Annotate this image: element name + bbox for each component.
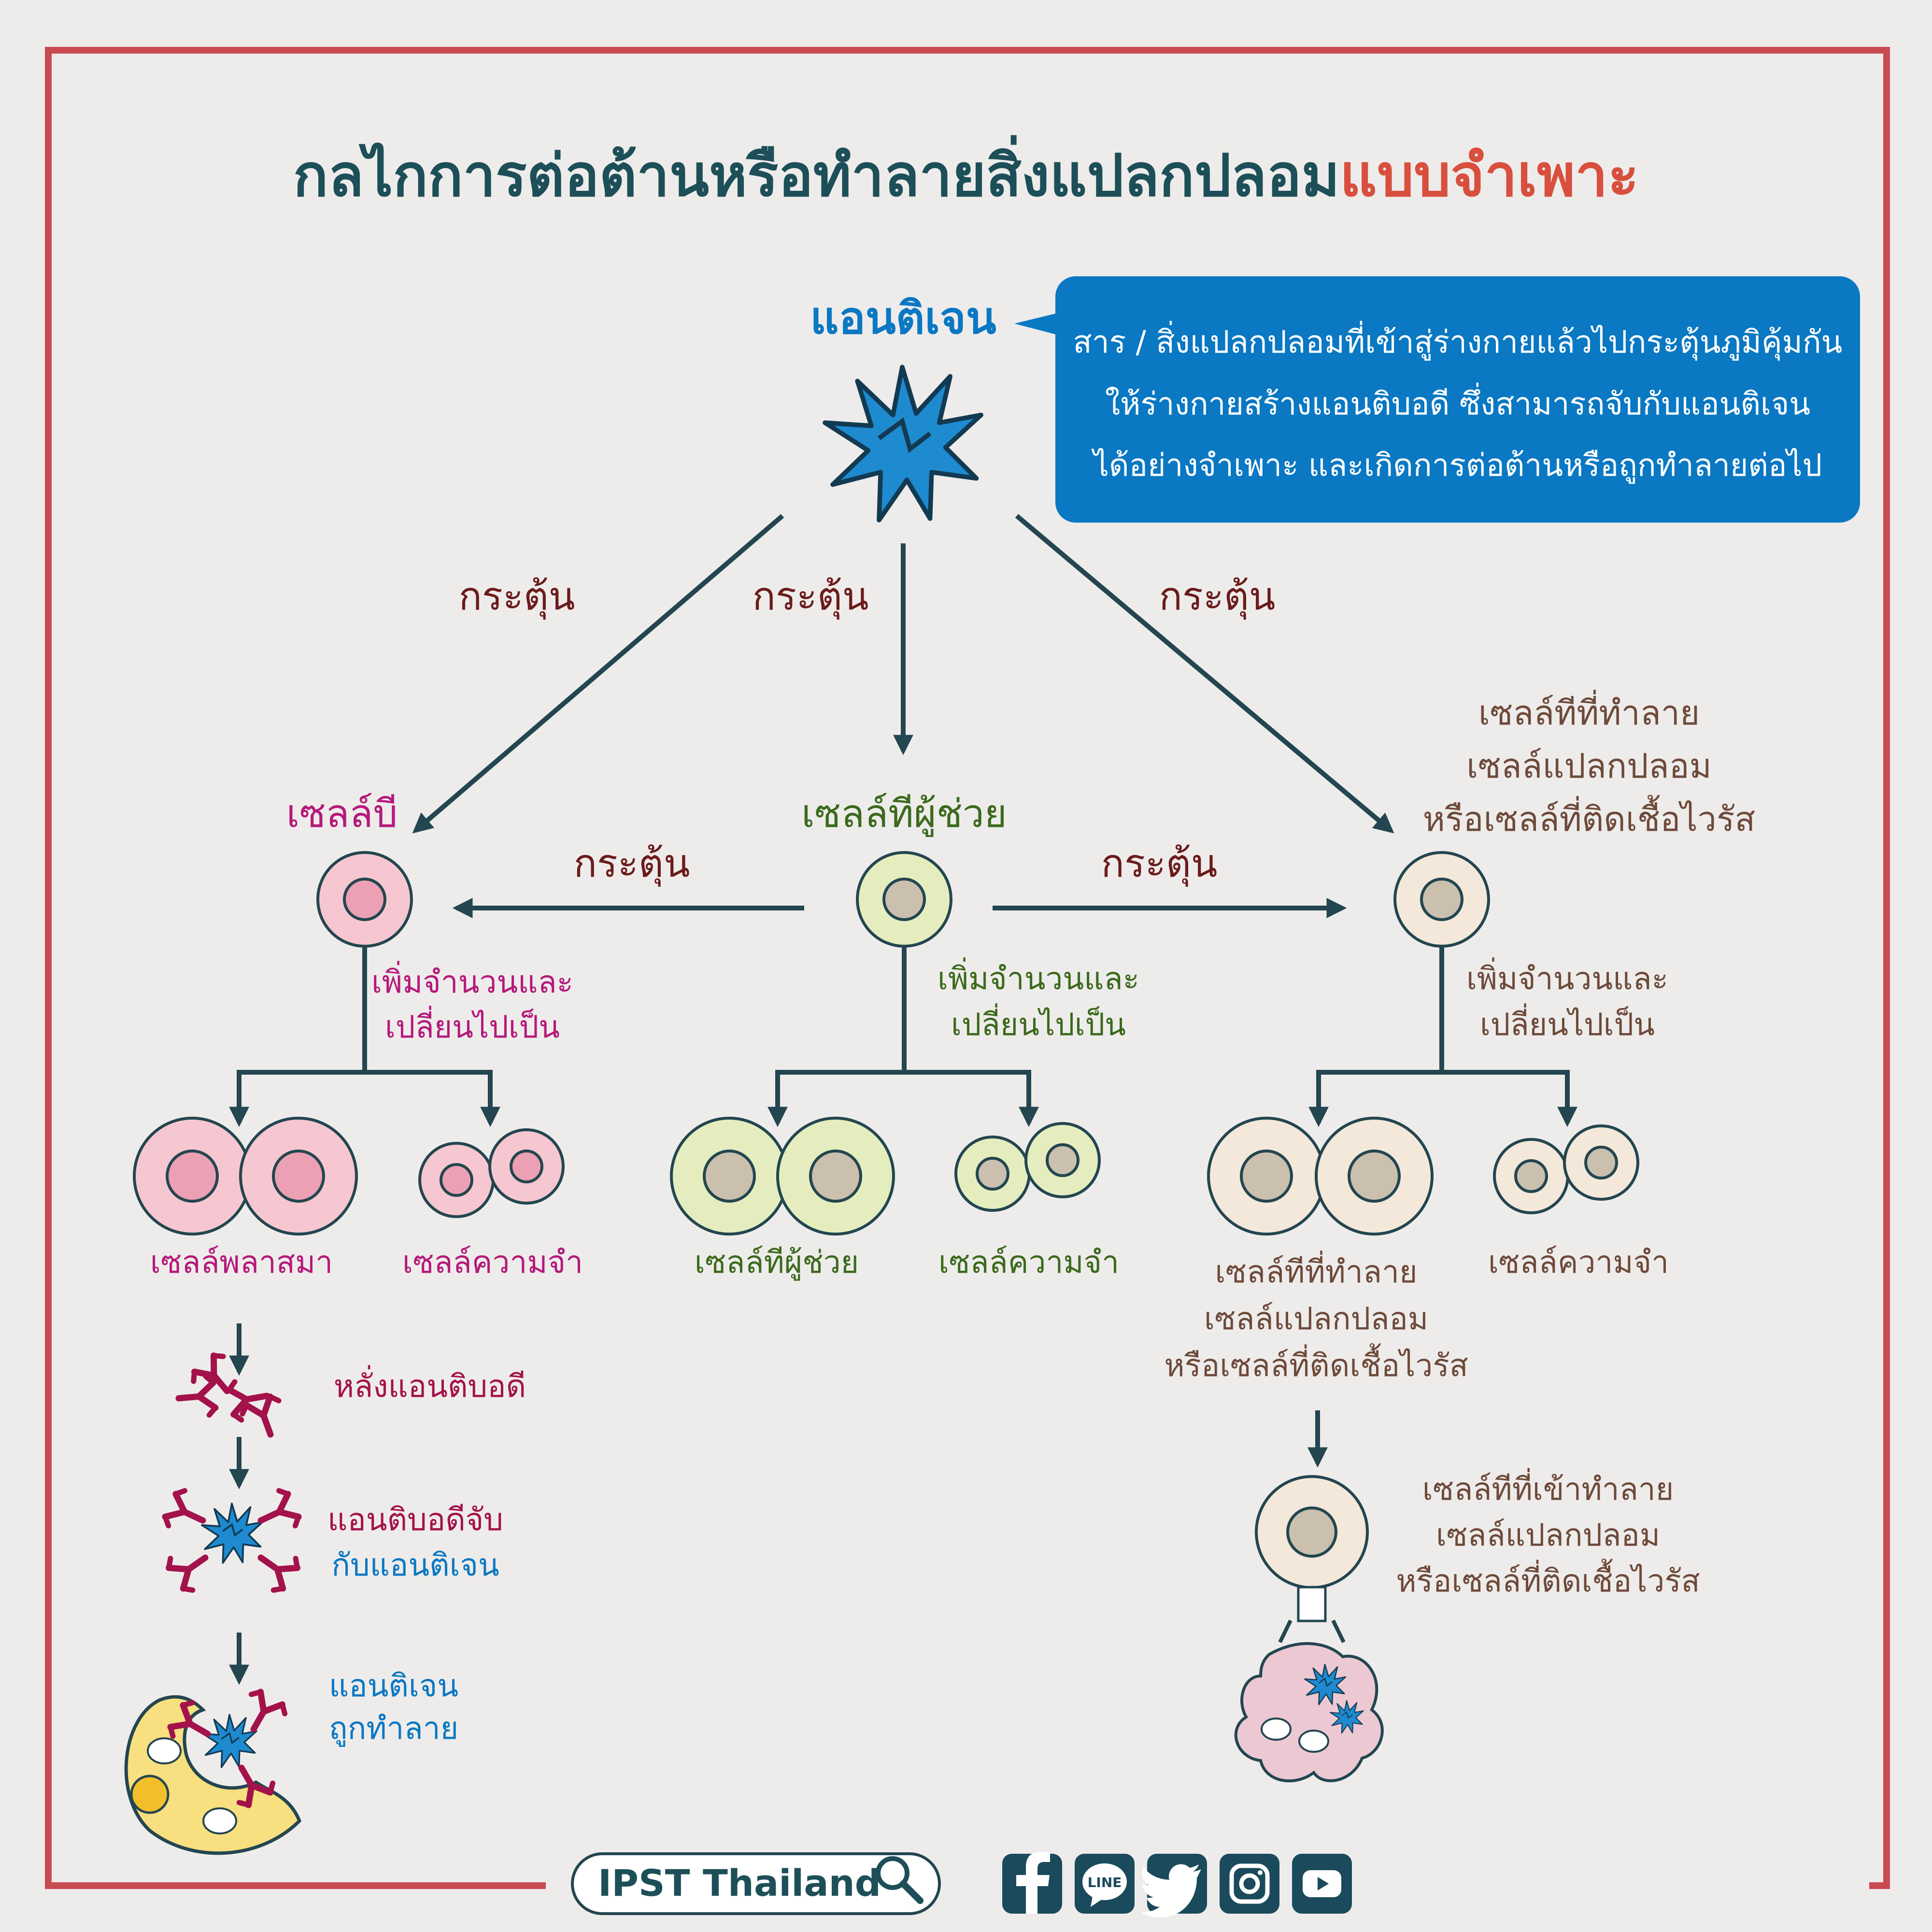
cytotoxic-t-label-line-2: เซลล์แปลกปลอม xyxy=(1466,746,1712,786)
definition-line-2: ให้ร่างกายสร้างแอนติบอดี ซึ่งสามารถจับกั… xyxy=(1105,383,1810,422)
antigen-destroyed-label-line-2: ถูกทำลาย xyxy=(329,1711,458,1747)
cytotoxic-effector-label-line-1: เซลล์ทีที่ทำลาย xyxy=(1215,1250,1418,1290)
cytotoxic-t-cell xyxy=(1393,851,1490,948)
b-cell-proliferate-line-2: เปลี่ยนไปเป็น xyxy=(385,1006,560,1045)
b-cell xyxy=(316,851,413,948)
line-icon[interactable]: LINE xyxy=(1075,1854,1135,1914)
cytotoxic-t-attacking-cell xyxy=(1255,1475,1369,1643)
stimulate-label-helper-right: กระตุ้น xyxy=(1101,841,1217,887)
antibodies-icon xyxy=(177,1351,289,1441)
cytotoxic-t-label-line-1: เซลล์ทีที่ทำลาย xyxy=(1478,690,1700,733)
helper-t-cell xyxy=(856,851,952,948)
attack-label-line-1: เซลล์ทีที่เข้าทำลาย xyxy=(1422,1468,1674,1507)
instagram-icon[interactable] xyxy=(1220,1854,1279,1914)
stimulate-label-left: กระตุ้น xyxy=(458,574,575,620)
cytotoxic-t-label-line-3: หรือเซลล์ที่ติดเชื้อไวรัส xyxy=(1423,795,1755,839)
line-icon-text: LINE xyxy=(1088,1875,1122,1890)
plasma-cell-label: เซลล์พลาสมา xyxy=(150,1245,333,1280)
b-cell-branch xyxy=(229,947,500,1127)
cytotoxic-proliferate-line-2: เปลี่ยนไปเป็น xyxy=(1480,1003,1655,1043)
cytotoxic-t-branch xyxy=(1308,947,1577,1127)
secrete-antibody-label: หลั่งแอนติบอดี xyxy=(334,1365,526,1405)
cytotoxic-effector-label-line-2: เซลล์แปลกปลอม xyxy=(1204,1301,1428,1337)
cytotoxic-effector-label-line-3: หรือเซลล์ที่ติดเชื้อไวรัส xyxy=(1164,1343,1468,1384)
arrow-antigen-to-cytotoxic-t xyxy=(1015,514,1394,834)
b-cell-proliferate-line-1: เพิ่มจำนวนและ xyxy=(371,961,573,1000)
antigen-burst-icon xyxy=(825,367,981,520)
helper-proliferate-line-1: เพิ่มจำนวนและ xyxy=(938,957,1139,997)
helper-t-memory-label: เซลล์ความจำ xyxy=(938,1245,1119,1280)
cytotoxic-t-memory-cells xyxy=(1493,1124,1639,1214)
b-memory-label: เซลล์ความจำ xyxy=(402,1245,583,1280)
infected-cell-icon xyxy=(1234,1642,1384,1783)
antibody-binds-label-line-1: แอนติบอดีจับ xyxy=(327,1502,503,1538)
cytotoxic-memory-label: เซลล์ความจำ xyxy=(1488,1245,1669,1280)
stimulate-label-helper-left: กระตุ้น xyxy=(573,841,690,887)
attack-label-line-2: เซลล์แปลกปลอม xyxy=(1436,1518,1660,1553)
ipst-brand-badge[interactable]: IPST Thailand xyxy=(571,1852,941,1915)
antigen-definition-callout: สาร / สิ่งแปลกปลอมที่เข้าสู่ร่างกายแล้วไ… xyxy=(1014,276,1860,523)
b-cell-label: เซลล์บี xyxy=(286,791,398,836)
cytotoxic-proliferate-line-1: เพิ่มจำนวนและ xyxy=(1466,957,1668,997)
definition-line-1: สาร / สิ่งแปลกปลอมที่เข้าสู่ร่างกายแล้วไ… xyxy=(1073,321,1843,361)
arrow-antigen-to-b-cell xyxy=(412,514,784,834)
antigen-label: แอนติเจน xyxy=(810,292,996,344)
facebook-icon[interactable] xyxy=(1002,1852,1062,1914)
helper-t-memory-cells xyxy=(954,1122,1101,1212)
cytotoxic-t-effector-cells xyxy=(1207,1117,1434,1236)
helper-proliferate-line-2: เปลี่ยนไปเป็น xyxy=(951,1003,1126,1043)
helper-t-cell-label: เซลล์ทีผู้ช่วย xyxy=(801,791,1007,837)
youtube-icon[interactable] xyxy=(1292,1854,1352,1914)
page-title: กลไกการต่อต้านหรือทำลายสิ่งแปลกปลอมแบบจำ… xyxy=(293,135,1639,210)
stimulate-label-center: กระตุ้น xyxy=(752,574,868,620)
helper-t-effector-label: เซลล์ทีผู้ช่วย xyxy=(695,1245,859,1281)
title-accent: แบบจำเพาะ xyxy=(1340,142,1639,210)
twitter-icon[interactable] xyxy=(1141,1854,1207,1918)
antigen-destroyed-label-line-1: แอนติเจน xyxy=(329,1668,458,1704)
antibody-binds-label-line-2: กับแอนติเจน xyxy=(331,1548,499,1583)
plasma-cells xyxy=(133,1117,358,1236)
antibody-antigen-complex-icon xyxy=(162,1488,301,1594)
brand-name: IPST Thailand xyxy=(598,1861,881,1904)
helper-t-branch xyxy=(767,947,1039,1127)
helper-t-effector-cells xyxy=(670,1117,895,1236)
phagocyte-engulfing-antigen-icon xyxy=(124,1689,302,1855)
stimulate-label-right: กระตุ้น xyxy=(1159,574,1275,620)
magnifier-icon xyxy=(876,1856,923,1904)
b-memory-cells xyxy=(418,1128,565,1218)
definition-line-3: ได้อย่างจำเพาะ และเกิดการต่อต้านหรือถูกท… xyxy=(1091,448,1822,484)
attack-label-line-3: หรือเซลล์ที่ติดเชื้อไวรัส xyxy=(1396,1559,1700,1599)
